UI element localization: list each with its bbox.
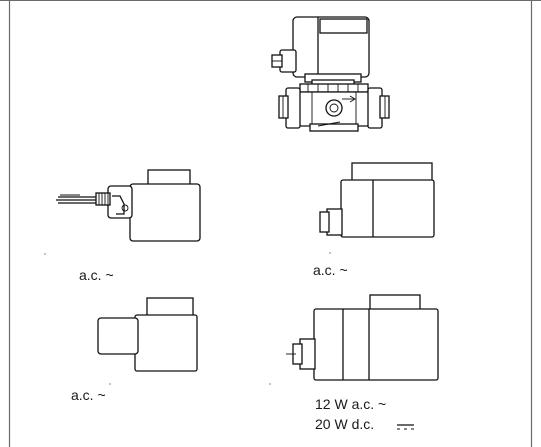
coil-d-body [313, 308, 439, 381]
coil-d-ac-label: 12 W a.c. ~ [315, 396, 387, 412]
dc-symbol-icon [397, 424, 414, 430]
coil-c-label: a.c. ~ [71, 387, 106, 403]
coil-cable-drawing [56, 169, 201, 242]
coil-plug-drawing [319, 162, 435, 238]
coil-d-dc-label: 20 W d.c. [315, 416, 375, 432]
coil-large-drawing [286, 294, 439, 381]
valve-assembly-drawing [271, 16, 390, 132]
coil-compact-drawing [97, 297, 198, 372]
coil-a-label: a.c. ~ [79, 267, 114, 283]
coil-c-body [134, 314, 198, 372]
coil-a-body [129, 183, 201, 242]
valve-body [297, 91, 371, 127]
coil-b-label: a.c. ~ [313, 262, 348, 278]
coil-b-body [340, 179, 435, 238]
